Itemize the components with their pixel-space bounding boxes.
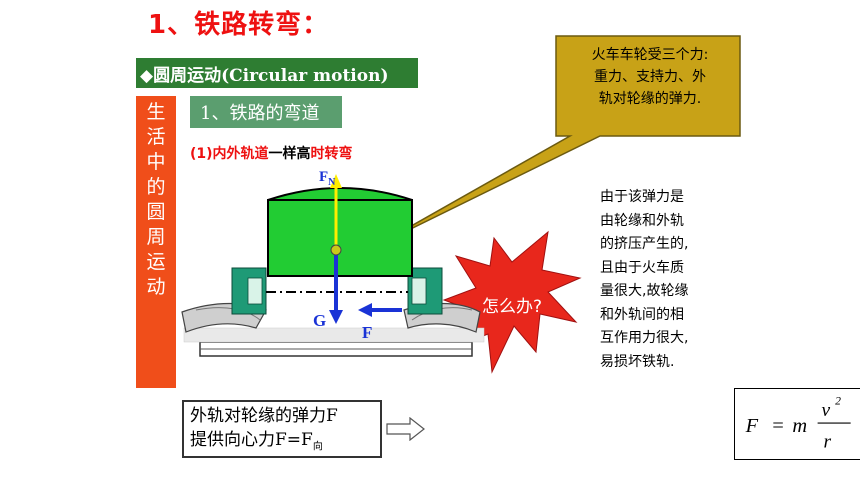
gravity-arrow [329,310,343,324]
case-label: (1)内外轨道一样高时转弯 [190,143,353,163]
callout-line-2: 重力、支持力、外 [594,69,706,85]
explanation-text: 由于该弹力是由轮缘和外轨的挤压产生的, 且由于火车质量很大,故轮缘和外轨间的相互作… [600,186,728,374]
svg-text:2: 2 [835,395,841,408]
callout-line-3: 轨对轮缘的弹力. [598,91,702,107]
explanation-line: 由轮缘和外轨 [600,212,684,229]
center-of-mass-dot [330,244,342,256]
side-bar-char: 中 [146,151,166,173]
rail-force-arrow [358,303,372,317]
svg-text:=: = [771,415,785,437]
summary-box: 外轨对轮缘的弹力F 提供向心力F=F向 [182,400,382,458]
burst-label: 怎么办? [482,297,543,317]
force-callout-text: 火车车轮受三个力: 重力、支持力、外 轨对轮缘的弹力. [560,44,740,110]
svg-text:v: v [822,400,831,421]
rail-force-label: F [362,323,372,342]
centripetal-formula: F = m v 2 r [734,388,860,460]
svg-text:F: F [745,415,759,437]
side-bar-char: 生 [146,101,166,123]
side-bar-char: 运 [146,251,166,273]
force-callout-bubble [375,35,741,247]
explanation-line: 和外轨间的相 [600,306,684,323]
explanation-line: 量很大,故轮缘 [600,283,689,299]
slide-title: 1、铁路转弯： [148,10,330,40]
side-bar-char: 圆 [146,201,166,223]
svg-text:m: m [792,415,807,437]
side-bar-char: 动 [146,276,166,298]
case-label-part3: 时转弯 [310,146,353,162]
callout-line-1: 火车车轮受三个力: [591,47,709,63]
explanation-line: 易损坏铁轨. [600,353,675,370]
sub-topic-banner: 1、铁路的弯道 [190,96,342,128]
explanation-line: 且由于火车质 [600,259,684,276]
side-topic-bar: 生活中的圆周运动 [136,96,176,388]
summary-line-1: 外轨对轮缘的弹力F [190,406,338,426]
side-bar-char: 周 [146,226,166,248]
section-banner: ◆圆周运动(Circular motion) [136,58,418,88]
outline-right-arrow-icon [386,417,425,441]
car-body [267,199,413,277]
summary-line-2: 提供向心力F=F向 [190,430,323,453]
svg-text:r: r [823,431,831,452]
normal-force-label: FN [319,169,336,188]
train-track-diagram: FN G F [181,169,485,357]
side-bar-char: 活 [146,126,166,148]
explanation-line: 由于该弹力是 [600,189,684,205]
car-roof [267,187,413,201]
explanation-line: 的挤压产生的, [600,236,689,252]
case-label-part1: (1)内外轨道 [190,146,269,162]
normal-force-arrow [330,174,342,188]
case-label-part2: 一样高 [268,146,311,162]
side-bar-char: 的 [146,176,166,198]
gravity-label: G [313,311,326,330]
explanation-line: 互作用力很大, [600,330,689,346]
